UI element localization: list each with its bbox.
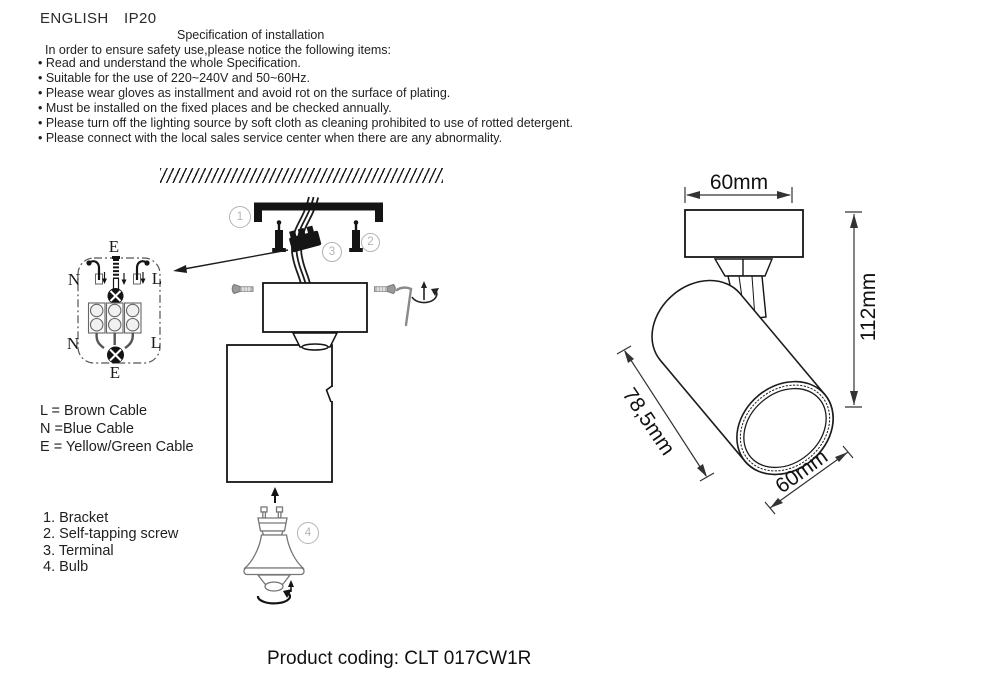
bulb-rotation-arrow [256, 580, 294, 605]
cable-legend-l: L = Brown Cable [40, 403, 148, 419]
terminal-label-l-upper: L [151, 269, 163, 288]
earth-cable [112, 256, 120, 290]
earth-screw-bottom [107, 346, 124, 364]
safety-item: • Must be installed on the fixed places … [38, 101, 392, 116]
bracket [254, 202, 383, 222]
screw-icon-left [231, 283, 254, 295]
safety-item: • Please wear gloves as installment and … [38, 86, 451, 101]
anchor-screw-right [349, 220, 363, 252]
language-label: ENGLISH [40, 10, 109, 27]
spotlight-canopy [684, 209, 804, 258]
safety-item: • Please connect with the local sales se… [38, 131, 503, 146]
allen-key-icon [395, 286, 413, 327]
safety-items-list: • Read and understand the whole Specific… [38, 56, 573, 147]
terminal-block [87, 302, 142, 334]
bulb-insert-arrow [271, 487, 279, 503]
callout-bracket: 1 [229, 206, 251, 228]
lamp-body [226, 344, 333, 483]
safety-item: • Please turn off the lighting source by… [38, 116, 574, 131]
callout-bulb: 4 [297, 522, 319, 544]
parts-list-item: 2. Self-tapping screw [43, 526, 179, 543]
terminal-label-e-top: E [108, 237, 120, 256]
wire-insert-arrows [102, 272, 146, 285]
parts-list-item: 4. Bulb [43, 559, 89, 576]
dim-body-diameter [764, 445, 854, 515]
terminal-label-n-lower: N [66, 334, 80, 353]
callout-screw: 2 [361, 233, 380, 252]
lamp-body-notch [325, 385, 335, 403]
dim-label-overall-height: 112mm [857, 272, 880, 342]
terminal-label-n-upper: N [67, 270, 81, 289]
spotlight-cylinder [651, 279, 834, 476]
spec-title: Specification of installation [177, 28, 325, 42]
product-coding: Product coding: CLT 017CW1R [267, 648, 532, 669]
dim-body-length [616, 345, 715, 482]
terminal-label-l-lower: L [150, 333, 162, 352]
spotlight-cone [713, 258, 774, 277]
safety-item: • Suitable for the use of 220~240V and 5… [38, 71, 310, 86]
earth-screw-top [107, 288, 124, 304]
canopy-cone [291, 332, 339, 351]
safety-item: • Read and understand the whole Specific… [38, 56, 301, 70]
terminal-label-e-bottom: E [109, 363, 121, 382]
dim-label-canopy-width: 60mm [709, 171, 769, 194]
parts-list-item: 1. Bracket [43, 510, 109, 526]
cable-legend: L = Brown Cable N =Blue Cable E = Yellow… [40, 403, 194, 456]
cable-legend-e: E = Yellow/Green Cable [40, 438, 194, 455]
dim-canopy-width [684, 187, 793, 203]
terminal-connector [289, 225, 322, 253]
gu10-bulb [243, 506, 305, 592]
cable-legend-n: N =Blue Cable [40, 420, 134, 437]
wire-stubs [95, 332, 135, 349]
arrow-to-wiring-detail [173, 249, 289, 273]
canopy [262, 282, 368, 333]
anchor-screw-left [272, 220, 286, 252]
parts-list: 1. Bracket 2. Self-tapping screw 3. Term… [43, 510, 178, 576]
callout-terminal: 3 [322, 242, 342, 262]
parts-list-item: 3. Terminal [43, 542, 114, 559]
spec-intro: In order to ensure safety use,please not… [45, 43, 392, 57]
rotation-icon [411, 281, 439, 304]
ip-rating-label: IP20 [124, 10, 157, 27]
dim-height [845, 211, 862, 408]
ceiling-hatch [160, 168, 443, 183]
wiring-box [77, 256, 161, 364]
screw-icon-right [374, 283, 396, 295]
